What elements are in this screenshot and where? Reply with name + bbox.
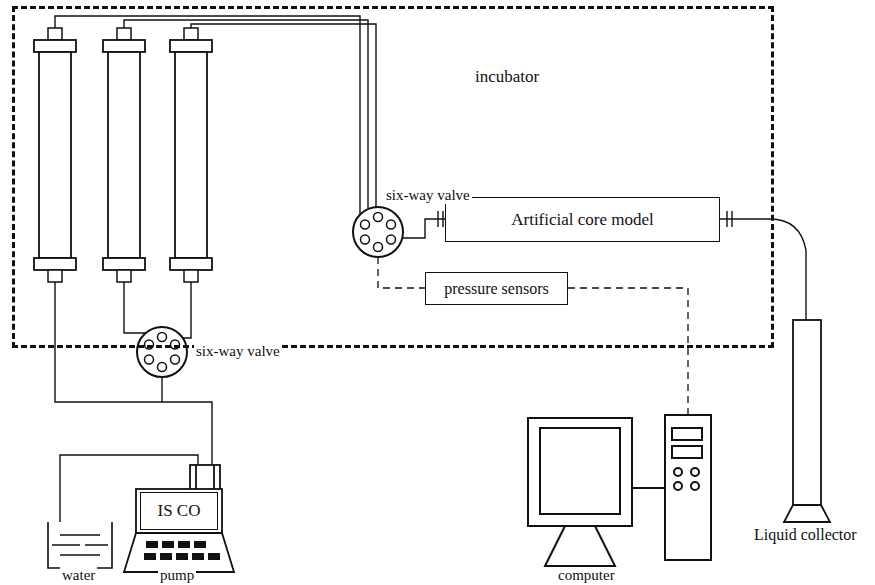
computer-label: computer (556, 567, 617, 584)
collector-label: Liquid collector (752, 526, 859, 544)
node-text: pressure sensors (444, 280, 548, 298)
node-text: IS CO (158, 501, 201, 521)
pump-label: pump (158, 567, 196, 584)
water-label: water (60, 567, 97, 584)
core-model-box: Artificial core model (445, 197, 720, 242)
incubator-region: incubatorArtificial core model pressure s… (12, 6, 774, 348)
node-text: Artificial core model (511, 210, 654, 230)
node-text: incubator (475, 67, 539, 87)
valve-label: six-way valve (194, 343, 282, 360)
pump-display: IS CO (140, 492, 218, 530)
valve-label: six-way valve (384, 187, 472, 204)
sensor-box: pressure sensors (425, 272, 568, 305)
